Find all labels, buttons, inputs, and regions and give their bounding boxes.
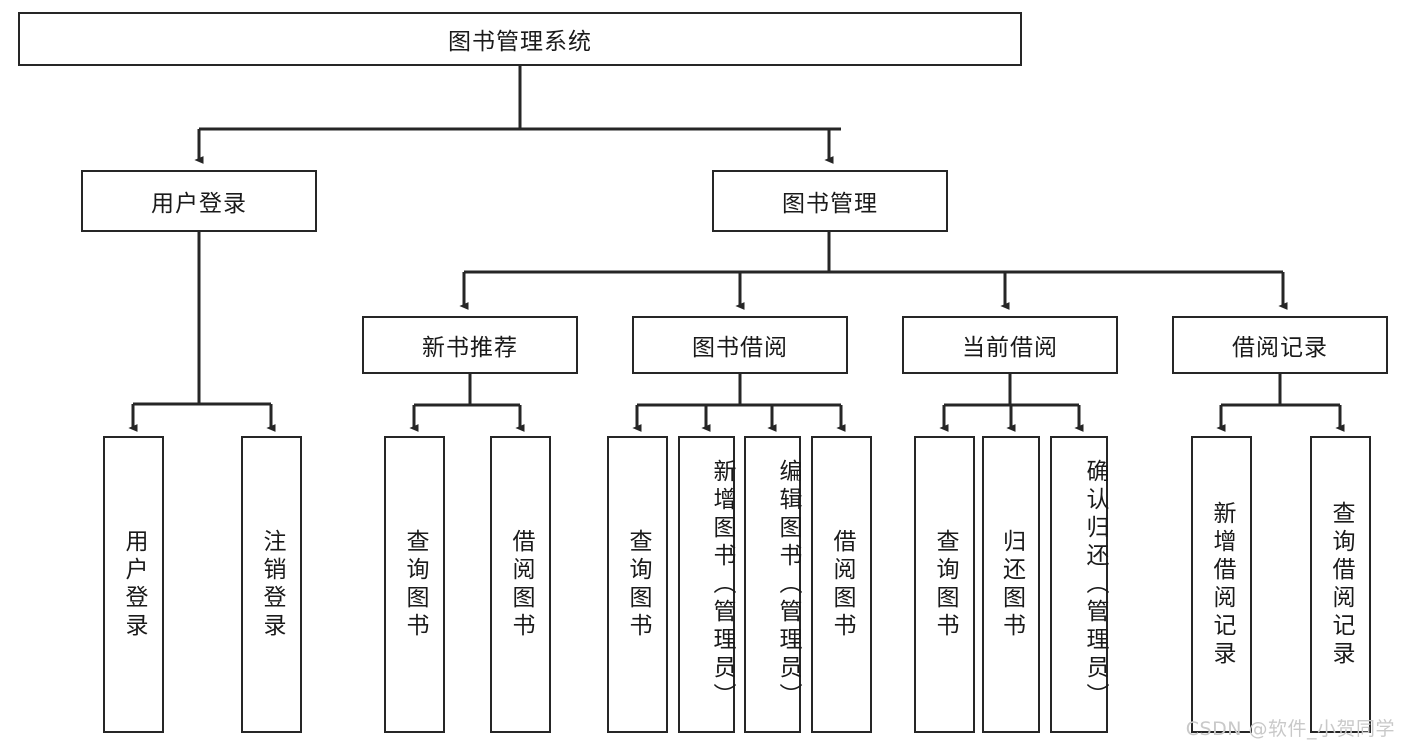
node-label: 借阅记录 [1232, 335, 1328, 361]
node-label: 新书推荐 [422, 335, 518, 361]
leaf-user-login-logout[interactable]: 注销登录 [241, 436, 302, 733]
leaf-book-borrow-borrow-books[interactable]: 借阅图书 [811, 436, 872, 733]
leaf-borrow-records-query-record[interactable]: 查询借阅记录 [1310, 436, 1371, 733]
leaf-current-borrow-return-books[interactable]: 归还图书 [982, 436, 1040, 733]
node-label: 查询借阅记录 [1328, 500, 1354, 669]
node-label: 新增图书（管理员） [709, 458, 735, 711]
node-book-borrow[interactable]: 图书借阅 [632, 316, 848, 374]
node-label: 借阅图书 [829, 528, 855, 641]
leaf-current-borrow-query-books[interactable]: 查询图书 [914, 436, 975, 733]
node-label: 图书管理系统 [448, 29, 592, 55]
node-label: 查询图书 [625, 528, 651, 641]
node-label: 图书管理 [782, 191, 878, 217]
watermark: CSDN @软件_小贺同学 [1185, 718, 1395, 740]
node-borrow-records[interactable]: 借阅记录 [1172, 316, 1388, 374]
node-label: 借阅图书 [508, 528, 534, 641]
node-user-login[interactable]: 用户登录 [81, 170, 317, 232]
leaf-new-book-borrow-books[interactable]: 借阅图书 [490, 436, 551, 733]
leaf-new-book-query-books[interactable]: 查询图书 [384, 436, 445, 733]
node-label: 用户登录 [121, 528, 147, 641]
leaf-current-borrow-confirm-return-admin[interactable]: 确认归还（管理员） [1050, 436, 1108, 733]
node-root-book-management-system[interactable]: 图书管理系统 [18, 12, 1022, 66]
node-label: 当前借阅 [962, 335, 1058, 361]
node-new-book-recommend[interactable]: 新书推荐 [362, 316, 578, 374]
node-book-management[interactable]: 图书管理 [712, 170, 948, 232]
leaf-borrow-records-add-record[interactable]: 新增借阅记录 [1191, 436, 1252, 733]
node-label: 查询图书 [402, 528, 428, 641]
node-label: 编辑图书（管理员） [775, 458, 801, 711]
node-label: 新增借阅记录 [1209, 500, 1235, 669]
node-label: 确认归还（管理员） [1082, 458, 1108, 711]
node-label: 注销登录 [259, 528, 285, 641]
leaf-book-borrow-edit-book-admin[interactable]: 编辑图书（管理员） [744, 436, 801, 733]
node-current-borrow[interactable]: 当前借阅 [902, 316, 1118, 374]
node-label: 查询图书 [932, 528, 958, 641]
node-label: 用户登录 [151, 191, 247, 217]
leaf-user-login-login[interactable]: 用户登录 [103, 436, 164, 733]
node-label: 图书借阅 [692, 335, 788, 361]
node-label: 归还图书 [998, 528, 1025, 641]
leaf-book-borrow-query-books[interactable]: 查询图书 [607, 436, 668, 733]
leaf-book-borrow-add-book-admin[interactable]: 新增图书（管理员） [678, 436, 735, 733]
